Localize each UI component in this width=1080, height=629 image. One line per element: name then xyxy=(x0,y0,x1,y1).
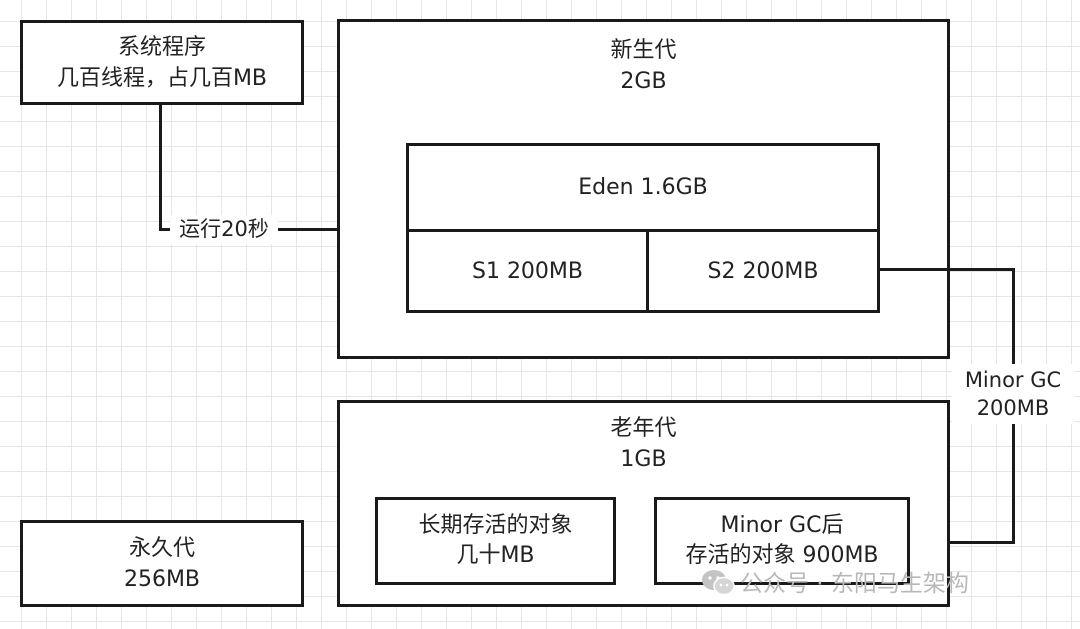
system-program-desc: 几百线程，占几百MB xyxy=(56,65,268,91)
eden-survivor-block: Eden 1.6GB S1 200MB S2 200MB xyxy=(406,143,880,313)
young-generation-size: 2GB xyxy=(620,69,667,94)
wechat-icon xyxy=(702,570,735,596)
after-gc-survivors-title: Minor GC后 xyxy=(720,513,844,538)
after-gc-survivors-size: 存活的对象 900MB xyxy=(685,543,879,568)
permanent-generation-text: 永久代 256MB xyxy=(23,523,301,604)
minor-gc-amount: 200MB xyxy=(976,396,1050,420)
old-generation-name: 老年代 xyxy=(610,416,677,441)
survivor-s2: S2 200MB xyxy=(649,232,877,310)
run-duration-label: 运行20秒 xyxy=(170,215,278,244)
long-lived-objects-title: 长期存活的对象 xyxy=(418,513,573,538)
run-connector-vertical xyxy=(159,105,162,231)
system-program-title: 系统程序 xyxy=(117,34,206,60)
old-generation-size: 1GB xyxy=(620,447,667,472)
long-lived-objects-text: 长期存活的对象 几十MB xyxy=(378,500,613,582)
survivor-divider xyxy=(646,232,649,310)
permanent-generation-size: 256MB xyxy=(123,566,201,592)
system-program-box: 系统程序 几百线程，占几百MB xyxy=(20,20,304,105)
old-generation-title: 老年代 1GB xyxy=(340,413,947,475)
eden-label: Eden 1.6GB xyxy=(578,175,708,200)
s1-label: S1 200MB xyxy=(471,258,584,284)
gc-connector-top xyxy=(880,268,1015,271)
minor-gc-label: Minor GC 200MB xyxy=(952,364,1074,424)
young-generation-title: 新生代 2GB xyxy=(340,35,947,97)
young-generation-name: 新生代 xyxy=(610,38,677,63)
permanent-generation-box: 永久代 256MB xyxy=(20,520,304,607)
after-gc-survivors-text: Minor GC后 存活的对象 900MB xyxy=(657,500,907,582)
minor-gc-title: Minor GC xyxy=(964,368,1062,392)
survivor-s1: S1 200MB xyxy=(409,232,646,310)
eden-space: Eden 1.6GB xyxy=(409,146,877,229)
gc-connector-bottom xyxy=(930,541,1015,544)
long-lived-objects-box: 长期存活的对象 几十MB xyxy=(375,497,616,585)
permanent-generation-title: 永久代 xyxy=(128,535,195,561)
after-gc-survivors-box: Minor GC后 存活的对象 900MB xyxy=(654,497,910,585)
long-lived-objects-size: 几十MB xyxy=(456,543,535,568)
watermark-text: 公众号 · 东阳马生架构 xyxy=(740,571,969,597)
eden-divider xyxy=(409,229,877,232)
system-program-text: 系统程序 几百线程，占几百MB xyxy=(23,23,301,102)
s2-label: S2 200MB xyxy=(707,258,819,284)
